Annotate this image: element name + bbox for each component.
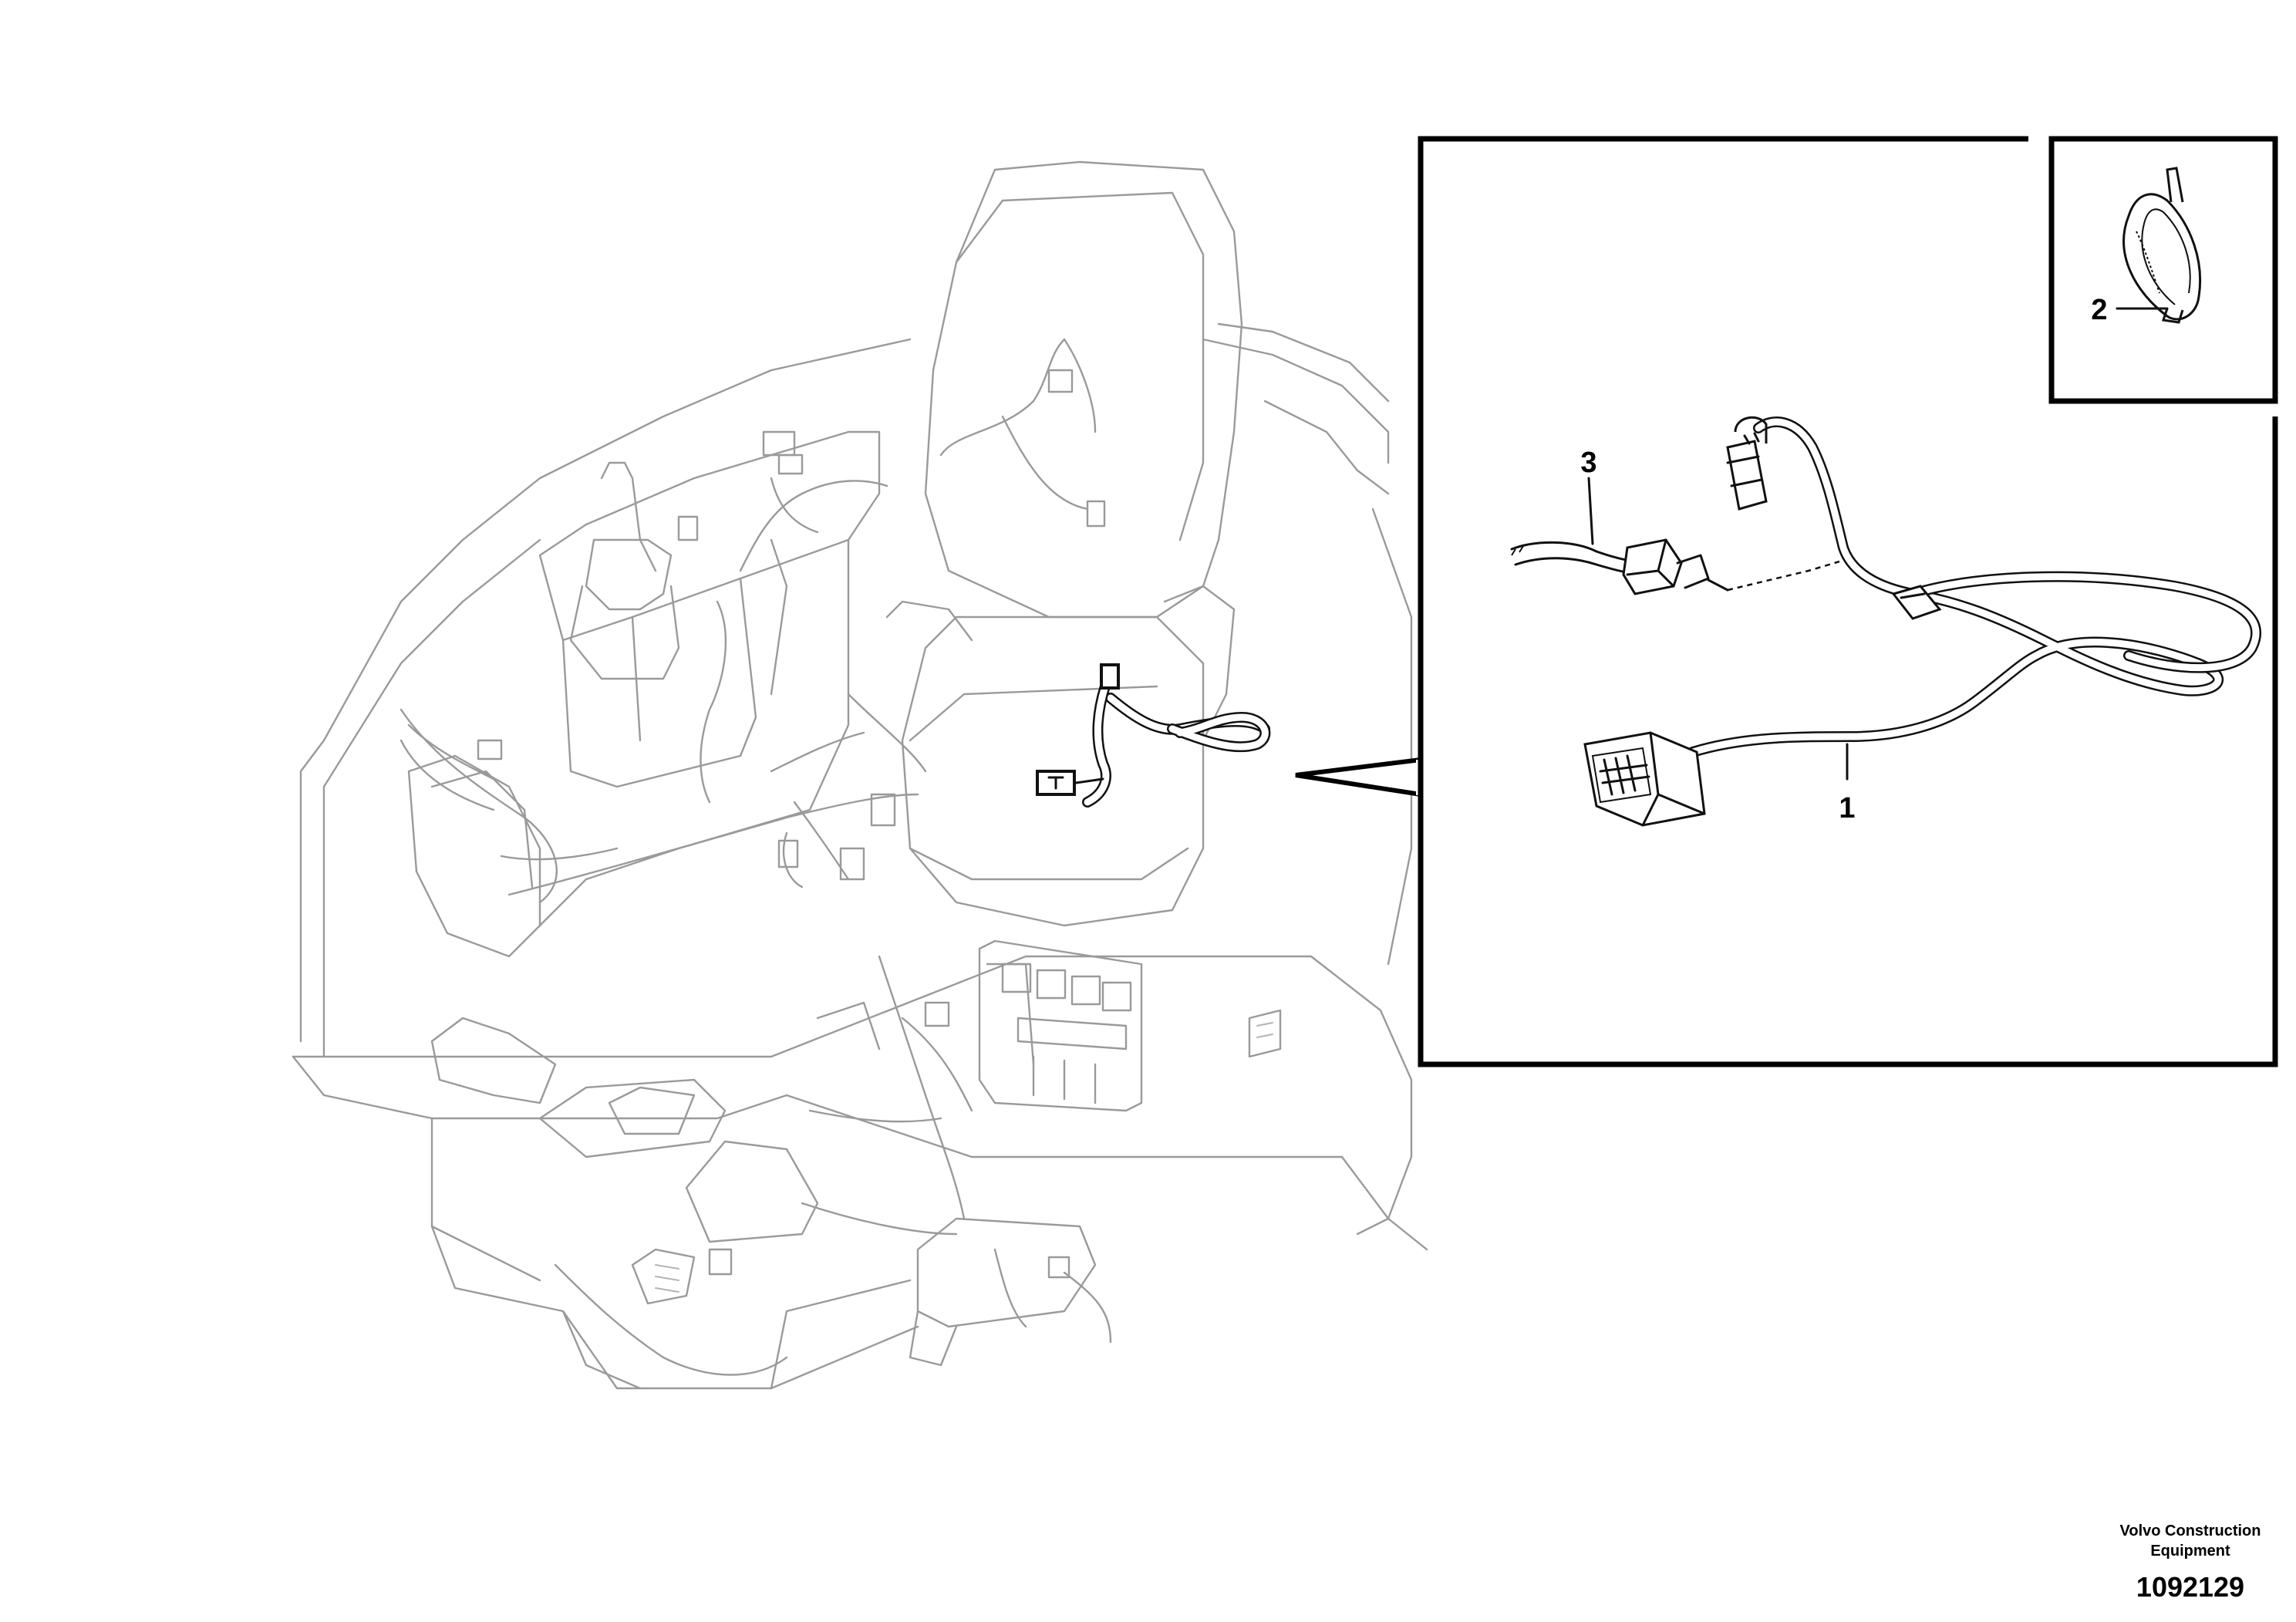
cab-connectors [477, 369, 1106, 1279]
callout-3: 3 [1580, 447, 1596, 479]
cable-tie-inset [2048, 136, 2278, 404]
detail-pointer [1295, 757, 1428, 798]
floor-plates [430, 963, 1035, 1243]
brand-line-2: Equipment [2150, 1543, 2230, 1560]
detail-frame [1418, 136, 2278, 1067]
joystick [569, 461, 680, 680]
lower-box [631, 1009, 1282, 1367]
brand-line-1: Volvo Construction [2120, 1523, 2261, 1539]
cab-wiring [400, 338, 1112, 1376]
part3-connector [1510, 538, 1840, 595]
upper-connector [1726, 416, 1768, 511]
relay-box [978, 939, 1143, 1112]
detail-harness [1510, 307, 2261, 827]
drawing-number: 1092129 [2136, 1571, 2244, 1603]
cable-tie-icon [2122, 167, 2202, 324]
left-console [407, 430, 881, 958]
cab-illustration [292, 160, 1428, 1390]
connector-icon [1583, 731, 1706, 827]
highlighted-seat-harness [1036, 663, 1271, 808]
operator-seat [885, 160, 1243, 927]
inline-connector-icon [1891, 585, 1942, 620]
cab-body-outline [292, 322, 1428, 1390]
leader-3 [1587, 477, 1594, 545]
callout-2: 2 [2091, 294, 2107, 326]
callout-1: 1 [1839, 792, 1855, 824]
